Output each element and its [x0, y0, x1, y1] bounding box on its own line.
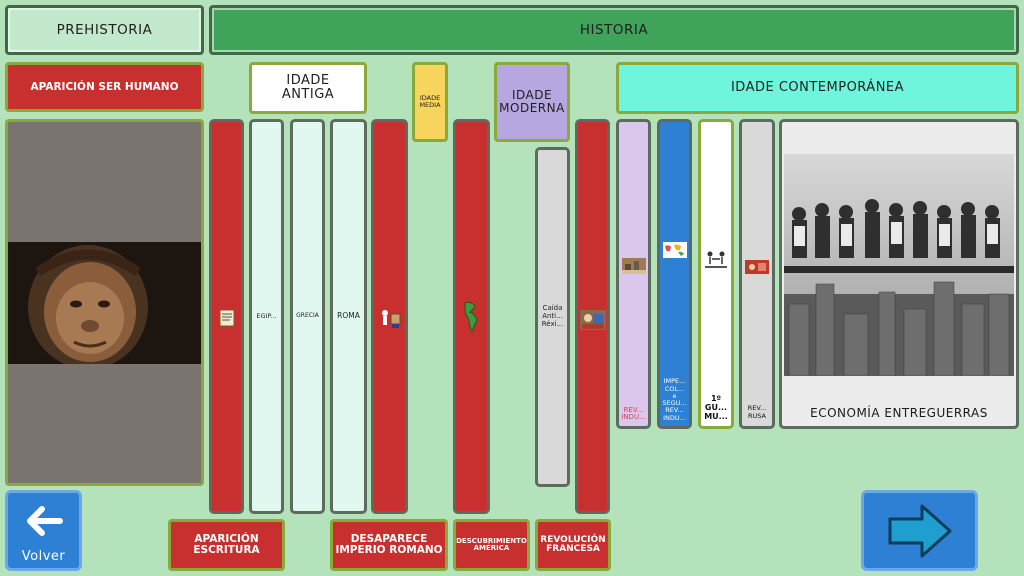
grecia-column[interactable]: GRECIA [290, 119, 325, 514]
historia-label: HISTORIA [579, 21, 649, 38]
america-map-icon [464, 301, 478, 334]
aparicion-ser-humano-button[interactable]: APARICIÓN SER HUMANO [5, 62, 204, 112]
desaparece-imperio-romano-button[interactable]: DESAPARECE IMPERIO ROMANO [330, 519, 448, 571]
escritura-column[interactable] [209, 119, 244, 514]
descubrimiento-america-label: DESCUBRIMIENTO AMÉRICA [456, 536, 527, 552]
revolucion-industrial-label: REV... INDU... [621, 405, 646, 422]
caida-label: Caída Anti... Réxi... [541, 304, 564, 328]
economia-entreguerras-panel[interactable]: ECONOMÍA ENTREGUERRAS [779, 119, 1019, 429]
grecia-label: GRECIA [296, 312, 319, 320]
historia-button[interactable]: HISTORIA [209, 5, 1019, 55]
primera-guerra-mundial-column[interactable]: 1º GU... MU... [698, 119, 734, 429]
arrow-left-icon [27, 506, 63, 536]
world-map-icon [662, 242, 687, 258]
revolucion-rusa-label: REV... RUSA [747, 404, 767, 420]
imperio-column[interactable] [371, 119, 408, 514]
prehistoria-button[interactable]: PREHISTORIA [5, 5, 204, 55]
idade-media-label: IDADE MEDIA [419, 93, 441, 109]
workers-on-beam-photo [784, 154, 1014, 376]
scroll-writing-icon [219, 309, 234, 327]
egipto-label: EGIP... [256, 311, 277, 320]
aparicion-escritura-label: APARICIÓN ESCRITURA [193, 532, 260, 556]
aparicion-ser-humano-label: APARICIÓN SER HUMANO [30, 81, 179, 93]
imperialismo-column[interactable]: IMPE... COL... e SEGU... REV... INDU... [657, 119, 692, 429]
egipto-column[interactable]: EGIP... [249, 119, 284, 514]
economia-entreguerras-label: ECONOMÍA ENTREGUERRAS [810, 406, 988, 420]
idade-moderna-label: IDADE MODERNA [499, 87, 565, 115]
next-button[interactable] [861, 490, 978, 571]
back-button[interactable]: Volver [5, 490, 82, 571]
idade-moderna-button[interactable]: IDADE MODERNA [494, 62, 570, 142]
america-column[interactable] [453, 119, 490, 514]
russia-scene-icon [745, 260, 769, 274]
idade-contemporanea-button[interactable]: IDADE CONTEMPORÁNEA [616, 62, 1019, 114]
idade-antiga-label: IDADE ANTIGA [281, 72, 335, 102]
francesa-column[interactable] [575, 119, 610, 514]
revolucion-industrial-column[interactable]: REV... INDU... [616, 119, 651, 429]
conflict-figures-icon [705, 251, 727, 268]
desaparece-imperio-romano-label: DESAPARECE IMPERIO ROMANO [335, 532, 443, 556]
idade-antiga-button[interactable]: IDADE ANTIGA [249, 62, 367, 114]
revolucion-rusa-column[interactable]: REV... RUSA [739, 119, 775, 429]
person-fortress-icon [381, 310, 400, 328]
descubrimiento-america-button[interactable]: DESCUBRIMIENTO AMÉRICA [453, 519, 530, 571]
back-label: Volver [21, 549, 66, 564]
primera-guerra-mundial-label: 1º GU... MU... [704, 394, 728, 422]
revolucion-francesa-label: REVOLUCIÓN FRANCESA [540, 534, 606, 554]
revolucion-francesa-button[interactable]: REVOLUCIÓN FRANCESA [535, 519, 611, 571]
revolution-scene-icon [579, 310, 606, 330]
idade-media-button[interactable]: IDADE MEDIA [412, 62, 448, 142]
aparicion-escritura-button[interactable]: APARICIÓN ESCRITURA [168, 519, 285, 571]
idade-contemporanea-label: IDADE CONTEMPORÁNEA [730, 79, 905, 95]
prehistoria-label: PREHISTORIA [56, 21, 153, 38]
arrow-right-icon [888, 504, 952, 558]
roma-column[interactable]: ROMA [330, 119, 367, 514]
roma-label: ROMA [337, 311, 360, 321]
industry-image-icon [621, 258, 646, 274]
imperialismo-label: IMPE... COL... e SEGU... REV... INDU... [662, 377, 687, 422]
hominid-photo [8, 242, 201, 364]
prehistoria-image-panel[interactable] [5, 119, 204, 486]
caida-antiguo-regimen-column[interactable]: Caída Anti... Réxi... [535, 147, 570, 487]
